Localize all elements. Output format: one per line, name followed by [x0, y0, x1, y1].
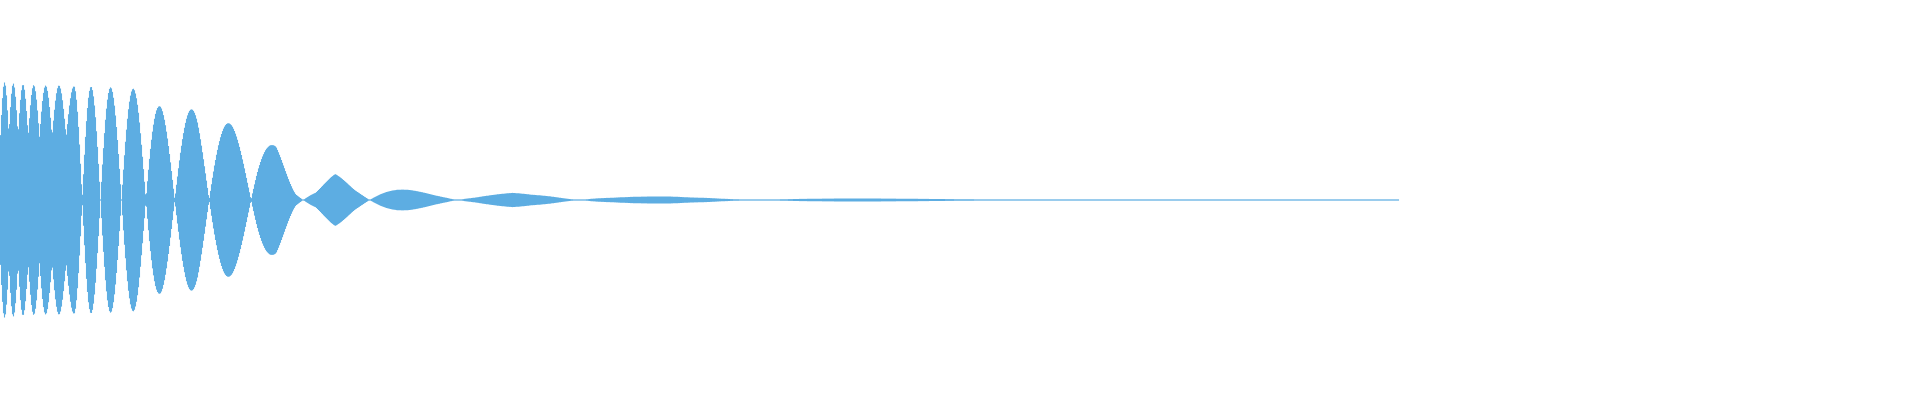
waveform-signal	[0, 82, 1400, 318]
